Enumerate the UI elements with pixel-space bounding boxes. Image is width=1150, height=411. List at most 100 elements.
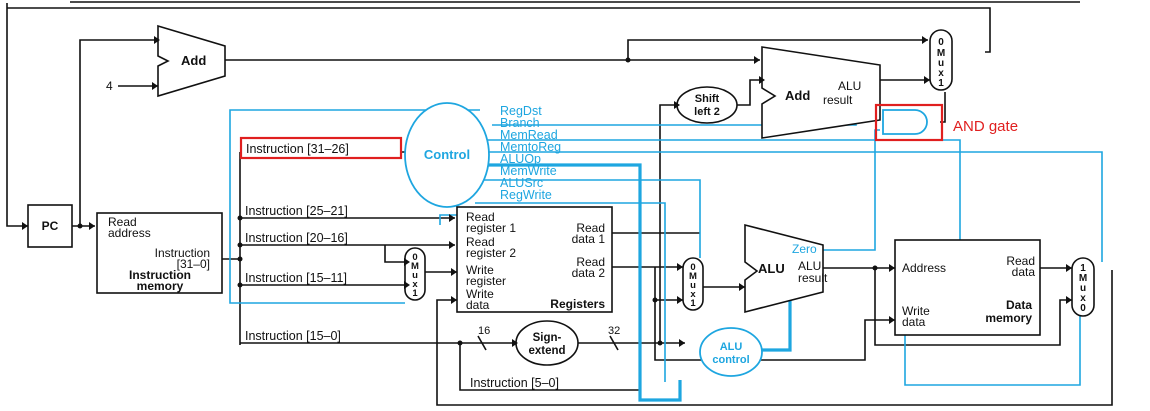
signal-regdst: RegDst [500,104,542,118]
instr-20-16-label: Instruction [20–16] [245,231,348,245]
register-file-labels: Read register 1 Read register 2 Write re… [466,210,605,312]
instr-15-0-label: Instruction [15–0] [245,329,341,343]
instruction-31-26-highlight [239,136,403,160]
svg-text:0: 0 [690,262,695,273]
pc-adder-label: Add [181,53,206,68]
svg-text:u: u [1080,283,1086,294]
bits-16-label: 16 [478,325,490,337]
branch-adder-result: result [823,93,853,107]
svg-text:Write: Write [466,263,494,277]
svg-text:register 2: register 2 [466,246,516,260]
svg-text:Write: Write [466,287,494,301]
arrowheads [22,36,1072,347]
main-alu-alu: ALU [798,259,821,273]
control-signal-labels: RegDst Branch MemRead MemtoReg ALUOp Mem… [500,104,561,202]
svg-text:u: u [690,280,696,291]
svg-text:1: 1 [1080,263,1086,274]
svg-text:Read: Read [466,210,495,224]
main-alu-result: result [798,271,828,285]
svg-text:Instruction: Instruction [155,246,210,260]
svg-text:data 2: data 2 [572,266,606,280]
svg-text:M: M [937,48,945,59]
svg-text:memory: memory [985,311,1032,325]
svg-text:Address: Address [902,261,946,275]
alu-control-label-2: control [712,354,749,366]
program-counter [27,204,73,248]
instruction-memory [96,212,223,294]
svg-text:M: M [1079,273,1087,284]
sign-extend-label-1: Sign- [533,332,562,344]
data-memory [894,239,1041,336]
svg-text:M: M [411,261,419,272]
svg-text:Read: Read [1006,254,1035,268]
svg-text:Instruction: Instruction [129,268,191,282]
svg-text:M: M [689,271,697,282]
regdst-mux-label: 0 M u x 1 [411,252,419,299]
instruction-memory-labels: Read address Instruction [31–0] Instruct… [108,215,210,293]
program-counter-label: PC [42,219,59,233]
register-file [456,206,613,313]
pc-adder [157,24,226,98]
svg-text:x: x [690,289,696,300]
svg-text:Read: Read [466,235,495,249]
svg-text:Read: Read [108,215,137,229]
instr-25-21-label: Instruction [25–21] [245,204,348,218]
svg-text:Write: Write [902,304,930,318]
svg-text:u: u [412,270,418,281]
shift-left-2-label-1: Shift [695,93,720,105]
and-gate [882,109,928,135]
instr-15-11-label: Instruction [15–11] [245,271,347,285]
shift-left-2-label-2: left 2 [694,106,720,118]
and-gate-label: AND gate [953,118,1018,135]
svg-text:1: 1 [690,298,696,309]
signal-memwrite: MemWrite [500,164,557,178]
svg-text:0: 0 [412,252,417,263]
and-gate-highlight [874,103,944,142]
svg-text:Data: Data [1006,298,1032,312]
signal-memtoreg: MemtoReg [500,140,561,154]
constant-four: 4 [106,79,113,93]
signal-alusrc: ALUSrc [500,176,543,190]
svg-text:Read: Read [576,221,605,235]
svg-text:data: data [902,315,926,329]
svg-text:data 1: data 1 [572,232,606,246]
svg-text:memory: memory [137,279,184,293]
pc-source-mux-label: 0 M u x 1 [937,37,945,89]
main-alu [744,223,824,314]
signal-regwrite: RegWrite [500,188,552,202]
bits-32-label: 32 [608,325,620,337]
alu-control [699,327,763,377]
branch-adder-alu: ALU [838,79,861,93]
svg-text:0: 0 [938,37,944,48]
svg-text:u: u [938,58,944,69]
signal-memread: MemRead [500,128,558,142]
branch-adder-add: Add [785,88,810,103]
branch-adder [761,46,881,139]
signal-branch: Branch [500,116,540,130]
alu-control-label-1: ALU [720,341,743,353]
memtoreg-mux-label: 1 M u x 0 [1079,263,1087,314]
alusrc-mux-label: 0 M u x 1 [689,262,697,309]
svg-text:1: 1 [412,288,418,299]
svg-text:x: x [938,68,944,79]
alusrc-mux [682,257,704,311]
data-memory-labels: Address Read data Write data Data memory [902,254,1035,329]
pc-source-mux [929,29,953,91]
control-unit-label: Control [424,147,470,162]
svg-text:x: x [1080,293,1086,304]
main-alu-zero: Zero [792,242,817,256]
svg-text:data: data [466,298,490,312]
memtoreg-mux [1071,257,1095,317]
instr-5-0-label: Instruction [5–0] [470,376,559,390]
instruction-31-26-label: Instruction [31–26] [246,142,349,156]
signal-aluop: ALUOp [500,152,541,166]
svg-text:address: address [108,226,151,240]
sign-extend-label-2: extend [528,345,565,357]
svg-text:register: register [466,274,506,288]
svg-text:data: data [1012,265,1036,279]
main-alu-label: ALU [758,261,785,276]
svg-text:1: 1 [938,78,944,89]
svg-text:[31–0]: [31–0] [177,257,210,271]
aluop-wire [480,163,792,402]
